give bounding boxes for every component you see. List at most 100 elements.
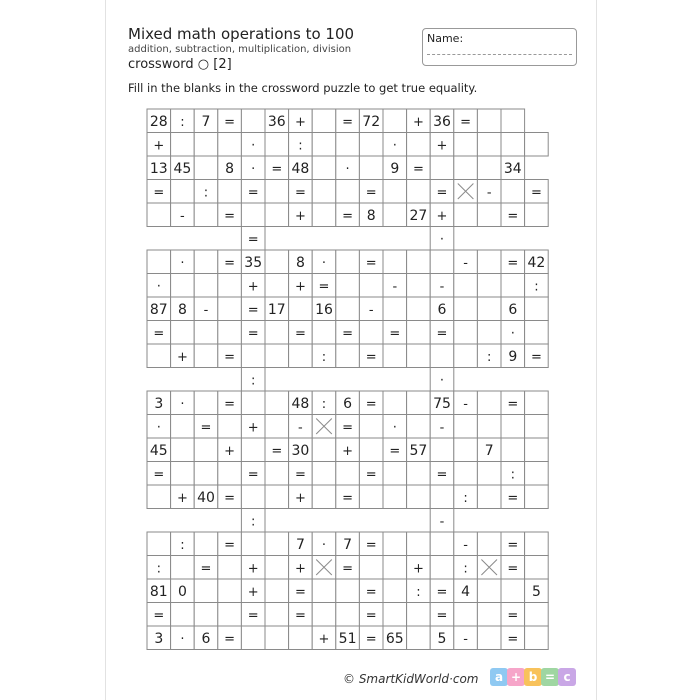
grid-cell[interactable] — [358, 320, 384, 345]
grid-cell[interactable] — [524, 296, 549, 321]
grid-cell[interactable] — [476, 108, 502, 133]
grid-cell[interactable] — [146, 531, 172, 556]
grid-cell[interactable] — [476, 155, 502, 180]
grid-cell[interactable] — [406, 602, 431, 627]
grid-cell[interactable] — [193, 320, 219, 345]
grid-cell[interactable] — [429, 437, 455, 462]
grid-cell[interactable] — [429, 249, 455, 274]
grid-cell[interactable] — [217, 414, 242, 439]
grid-cell[interactable] — [500, 578, 526, 603]
grid-cell[interactable] — [193, 202, 219, 227]
grid-cell[interactable] — [146, 343, 172, 368]
grid-cell[interactable] — [311, 578, 337, 603]
grid-cell[interactable] — [170, 555, 195, 580]
grid-cell[interactable] — [406, 484, 431, 509]
grid-cell[interactable] — [524, 437, 549, 462]
grid-cell[interactable] — [217, 555, 242, 580]
grid-cell[interactable] — [429, 343, 455, 368]
grid-cell[interactable] — [476, 531, 502, 556]
grid-cell[interactable] — [264, 179, 290, 204]
grid-cell[interactable] — [382, 461, 408, 486]
grid-cell[interactable] — [193, 531, 219, 556]
grid-cell[interactable] — [524, 320, 549, 345]
grid-cell[interactable] — [453, 602, 478, 627]
grid-cell[interactable] — [146, 249, 172, 274]
grid-cell[interactable] — [240, 437, 266, 462]
grid-cell[interactable] — [170, 320, 195, 345]
grid-cell[interactable] — [264, 249, 290, 274]
grid-cell[interactable] — [193, 249, 219, 274]
grid-cell[interactable] — [170, 132, 195, 157]
grid-cell[interactable] — [524, 484, 549, 509]
grid-cell[interactable] — [406, 179, 431, 204]
grid-cell[interactable] — [240, 202, 266, 227]
grid-cell[interactable] — [311, 132, 337, 157]
grid-cell[interactable] — [335, 578, 360, 603]
grid-cell[interactable] — [264, 320, 290, 345]
grid-cell[interactable] — [524, 414, 549, 439]
grid-cell[interactable] — [217, 132, 242, 157]
grid-cell[interactable] — [429, 531, 455, 556]
grid-cell[interactable] — [193, 578, 219, 603]
grid-cell[interactable] — [217, 461, 242, 486]
grid-cell[interactable] — [264, 202, 290, 227]
grid-cell[interactable] — [193, 343, 219, 368]
grid-cell[interactable] — [335, 296, 360, 321]
grid-cell[interactable] — [382, 578, 408, 603]
grid-cell[interactable] — [382, 484, 408, 509]
grid-cell[interactable] — [382, 555, 408, 580]
grid-cell[interactable] — [453, 461, 478, 486]
grid-cell[interactable] — [335, 179, 360, 204]
grid-cell[interactable] — [335, 343, 360, 368]
grid-cell[interactable] — [170, 273, 195, 298]
grid-cell[interactable] — [358, 132, 384, 157]
grid-cell[interactable] — [453, 320, 478, 345]
grid-cell[interactable] — [311, 108, 337, 133]
grid-cell[interactable] — [170, 414, 195, 439]
grid-cell[interactable] — [406, 320, 431, 345]
grid-cell[interactable] — [382, 108, 408, 133]
grid-cell[interactable] — [264, 390, 290, 415]
grid-cell[interactable] — [476, 414, 502, 439]
grid-cell[interactable] — [217, 578, 242, 603]
grid-cell[interactable] — [500, 179, 526, 204]
grid-cell[interactable] — [264, 461, 290, 486]
grid-cell[interactable] — [170, 602, 195, 627]
grid-cell[interactable] — [406, 461, 431, 486]
grid-cell[interactable] — [217, 602, 242, 627]
grid-cell[interactable] — [476, 320, 502, 345]
grid-cell[interactable] — [146, 484, 172, 509]
grid-cell[interactable] — [476, 602, 502, 627]
grid-cell[interactable] — [193, 602, 219, 627]
grid-cell[interactable] — [217, 296, 242, 321]
grid-cell[interactable] — [193, 132, 219, 157]
grid-cell[interactable] — [264, 484, 290, 509]
grid-cell[interactable] — [453, 437, 478, 462]
grid-cell[interactable] — [429, 155, 455, 180]
grid-cell[interactable] — [453, 273, 478, 298]
grid-cell[interactable] — [406, 343, 431, 368]
grid-cell[interactable] — [240, 390, 266, 415]
grid-cell[interactable] — [311, 155, 337, 180]
grid-cell[interactable] — [358, 155, 384, 180]
grid-cell[interactable] — [453, 155, 478, 180]
grid-cell[interactable] — [170, 461, 195, 486]
grid-cell[interactable] — [476, 296, 502, 321]
grid-cell[interactable] — [264, 531, 290, 556]
grid-cell[interactable] — [500, 108, 526, 133]
grid-cell[interactable] — [193, 390, 219, 415]
grid-cell[interactable] — [335, 132, 360, 157]
grid-cell[interactable] — [382, 531, 408, 556]
grid-cell[interactable] — [217, 273, 242, 298]
grid-cell[interactable] — [288, 625, 313, 650]
grid-cell[interactable] — [264, 578, 290, 603]
grid-cell[interactable] — [311, 602, 337, 627]
grid-cell[interactable] — [524, 531, 549, 556]
grid-cell[interactable] — [453, 414, 478, 439]
grid-cell[interactable] — [406, 132, 431, 157]
grid-cell[interactable] — [453, 296, 478, 321]
grid-cell[interactable] — [240, 343, 266, 368]
grid-cell[interactable] — [406, 296, 431, 321]
grid-cell[interactable] — [170, 437, 195, 462]
grid-cell[interactable] — [193, 273, 219, 298]
